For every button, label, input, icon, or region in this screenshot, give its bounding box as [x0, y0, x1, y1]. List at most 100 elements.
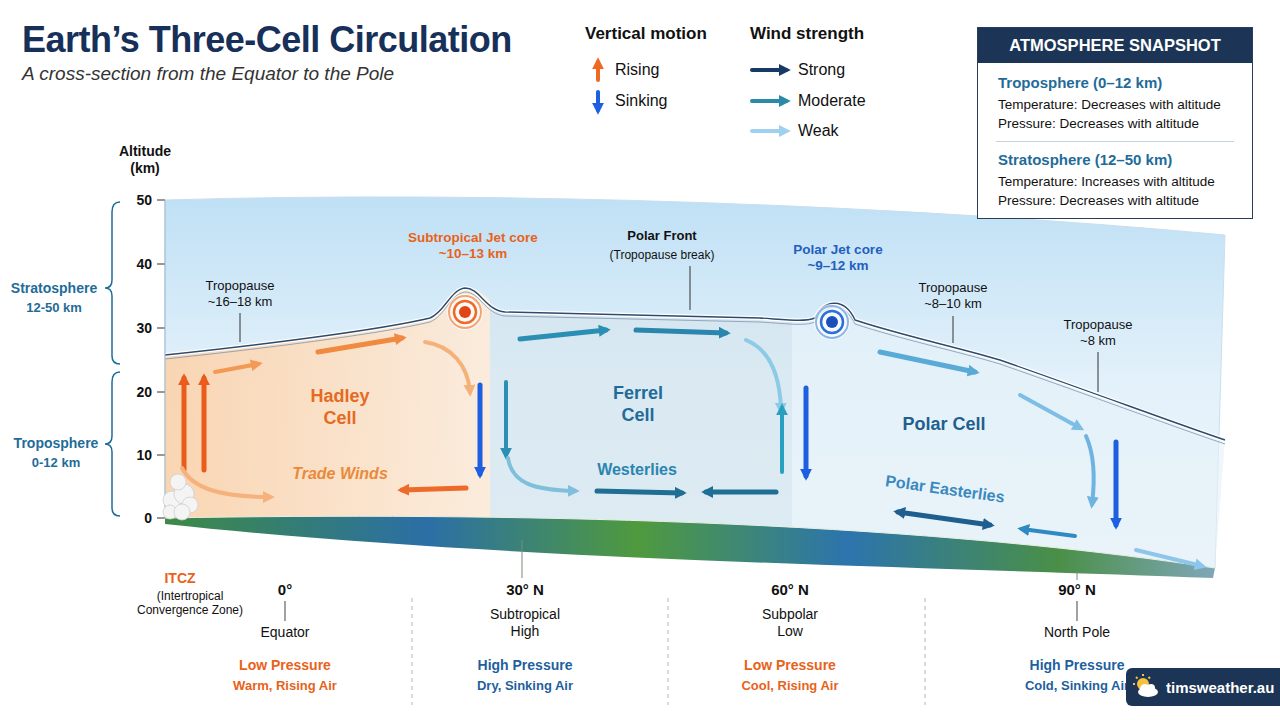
label: Altitude (km) [110, 143, 180, 177]
legend-label: Rising [615, 60, 659, 79]
axis-tick [157, 392, 165, 393]
atmosphere-band [165, 197, 1225, 568]
cell-label: Polar Cell [901, 414, 987, 436]
axis-tick [157, 455, 165, 456]
weather-icon [1132, 674, 1160, 700]
label: 10 [136, 447, 152, 464]
node-text: Temperature: Increases with altitude [978, 172, 1252, 191]
label: Cold, Sinking Air [1025, 678, 1129, 694]
label: Equator [260, 624, 309, 641]
wind-arrow [1022, 529, 1075, 536]
wind-arrow [182, 468, 270, 497]
leader-line [953, 316, 954, 343]
label: Troposphere [14, 435, 99, 452]
label: 0° [278, 581, 292, 599]
tropopause-halo [165, 288, 1225, 440]
label: 90° N [1058, 581, 1096, 599]
label: Subpolar Low [750, 606, 830, 640]
wind-arrow [520, 330, 606, 339]
axis-tick [157, 518, 165, 519]
axis-tick [157, 200, 165, 201]
label: Stratosphere [11, 280, 97, 297]
legend-label: Moderate [798, 91, 866, 110]
sinking-arrow [804, 388, 809, 476]
wind-arrow [898, 512, 990, 525]
label: Westerlies [597, 460, 677, 479]
label: Dry, Sinking Air [477, 678, 573, 694]
label: (Intertropical Convergence Zone) [127, 589, 253, 618]
label: Low Pressure [239, 657, 331, 674]
tropopause-line [165, 288, 1225, 440]
column-divider [668, 598, 669, 705]
label: ITCZ [164, 570, 195, 587]
wind-arrow [880, 352, 975, 372]
label: 0 [144, 510, 152, 527]
node-text: Temperature: Decreases with altitude [978, 95, 1252, 114]
cell-label: Ferrel Cell [595, 383, 681, 426]
polar-jet [814, 304, 850, 340]
earth-surface [165, 516, 1215, 578]
legend-arrow [596, 62, 600, 80]
node-text: ATMOSPHERE SNAPSHOT [978, 28, 1252, 63]
wind-arrow [215, 364, 258, 372]
cell-label: Hadley Cell [297, 386, 383, 429]
label: Tropopause ~8 km [1057, 317, 1139, 348]
label: Warm, Rising Air [233, 678, 337, 694]
label: 30 [136, 320, 152, 337]
label: Subtropical High [479, 606, 571, 640]
label: Vertical motion [585, 24, 707, 44]
label: High Pressure [478, 657, 573, 674]
label: Subtropical Jet core ~10–13 km [399, 230, 547, 262]
label: High Pressure [1030, 657, 1125, 674]
node-text: Pressure: Decreases with altitude [978, 114, 1252, 133]
latitude-tick [522, 540, 523, 578]
rising-arrow [202, 378, 207, 470]
wind-arrow [508, 458, 575, 491]
label: 40 [136, 256, 152, 273]
axis-tick [157, 264, 165, 265]
column-divider [412, 598, 413, 705]
tropopause-line [165, 292, 1225, 444]
column-divider [925, 598, 926, 705]
axis-line [165, 200, 166, 518]
label: Tropopause ~8–10 km [912, 280, 994, 311]
rising-arrow [780, 408, 784, 472]
wind-arrow [706, 490, 776, 495]
wind-arrow [1020, 395, 1080, 428]
wind-arrow [402, 488, 466, 490]
label: North Pole [1044, 624, 1110, 641]
sinking-arrow [504, 382, 508, 455]
latitude-tick [1077, 572, 1078, 580]
label: (Tropopause break) [610, 248, 715, 262]
wind-arrow [425, 342, 470, 392]
wind-arrow [597, 491, 682, 493]
bracket [105, 372, 120, 516]
ferrel-region [490, 300, 792, 526]
label: 20 [136, 384, 152, 401]
label: Polar Front [627, 228, 696, 244]
node-text: Pressure: Decreases with altitude [978, 191, 1252, 210]
leader-line [690, 266, 691, 310]
legend-arrow [752, 99, 786, 103]
node-text: Hadley Cell [297, 386, 383, 429]
legend-label: Weak [798, 121, 839, 140]
label: Trade Winds [292, 464, 388, 483]
legend-label: Sinking [615, 91, 667, 110]
label: Tropopause ~16–18 km [199, 278, 281, 309]
latitude-tick [285, 601, 286, 621]
node-text: Polar Cell [901, 414, 987, 436]
label: Cool, Rising Air [741, 678, 838, 694]
title: Earth’s Three-Cell Circulation [22, 18, 512, 61]
label: 60° N [771, 581, 809, 599]
rising-arrow [182, 378, 187, 470]
node-text: Troposphere (0–12 km) [978, 63, 1252, 95]
label: 30° N [506, 581, 544, 599]
wind-arrow [746, 340, 781, 410]
legend-label: Strong [798, 60, 845, 79]
sinking-arrow [1086, 436, 1094, 504]
hadley-region [165, 288, 490, 518]
sinking-arrow [1114, 442, 1119, 525]
label: 50 [136, 192, 152, 209]
node-text: Stratosphere (12–50 km) [996, 141, 1234, 172]
